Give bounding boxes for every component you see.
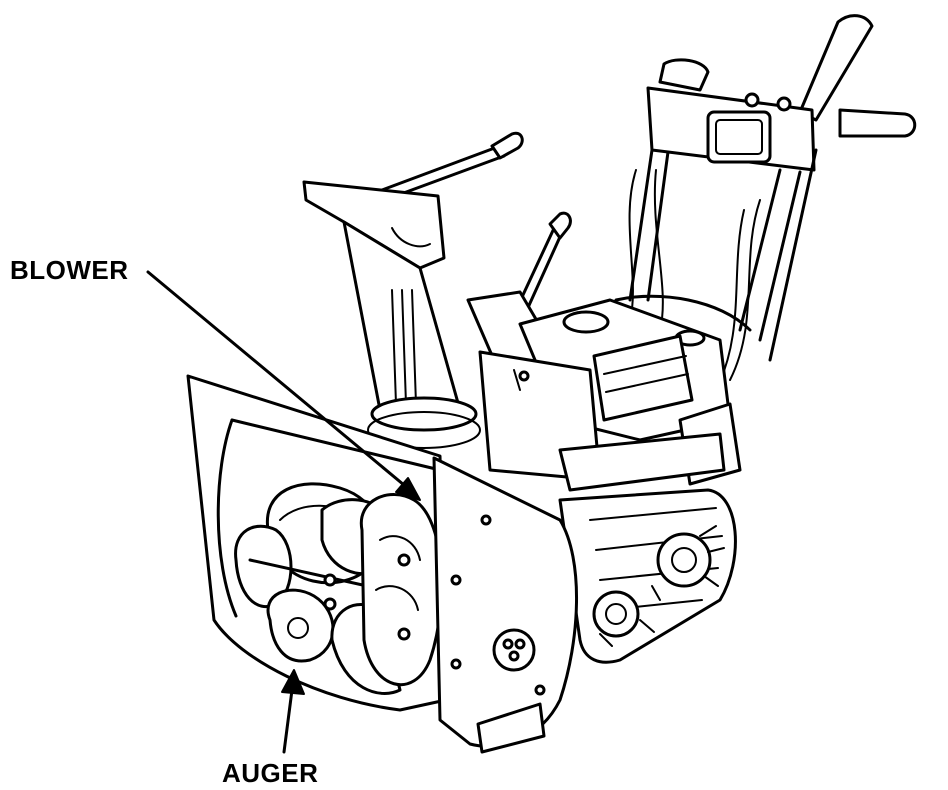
blower-leader-line: [146, 270, 421, 501]
blower-arrowhead: [395, 477, 421, 501]
auger-leader-line: [281, 669, 305, 754]
tracks: [558, 488, 737, 664]
auger-label: AUGER: [222, 758, 319, 788]
control-levers: [380, 131, 572, 314]
engine: [466, 290, 742, 492]
blower: [359, 456, 578, 754]
blower-label: BLOWER: [10, 255, 129, 285]
discharge-chute: [302, 180, 481, 449]
auger-arrowhead: [281, 669, 305, 695]
handlebar-assembly: [614, 14, 917, 391]
